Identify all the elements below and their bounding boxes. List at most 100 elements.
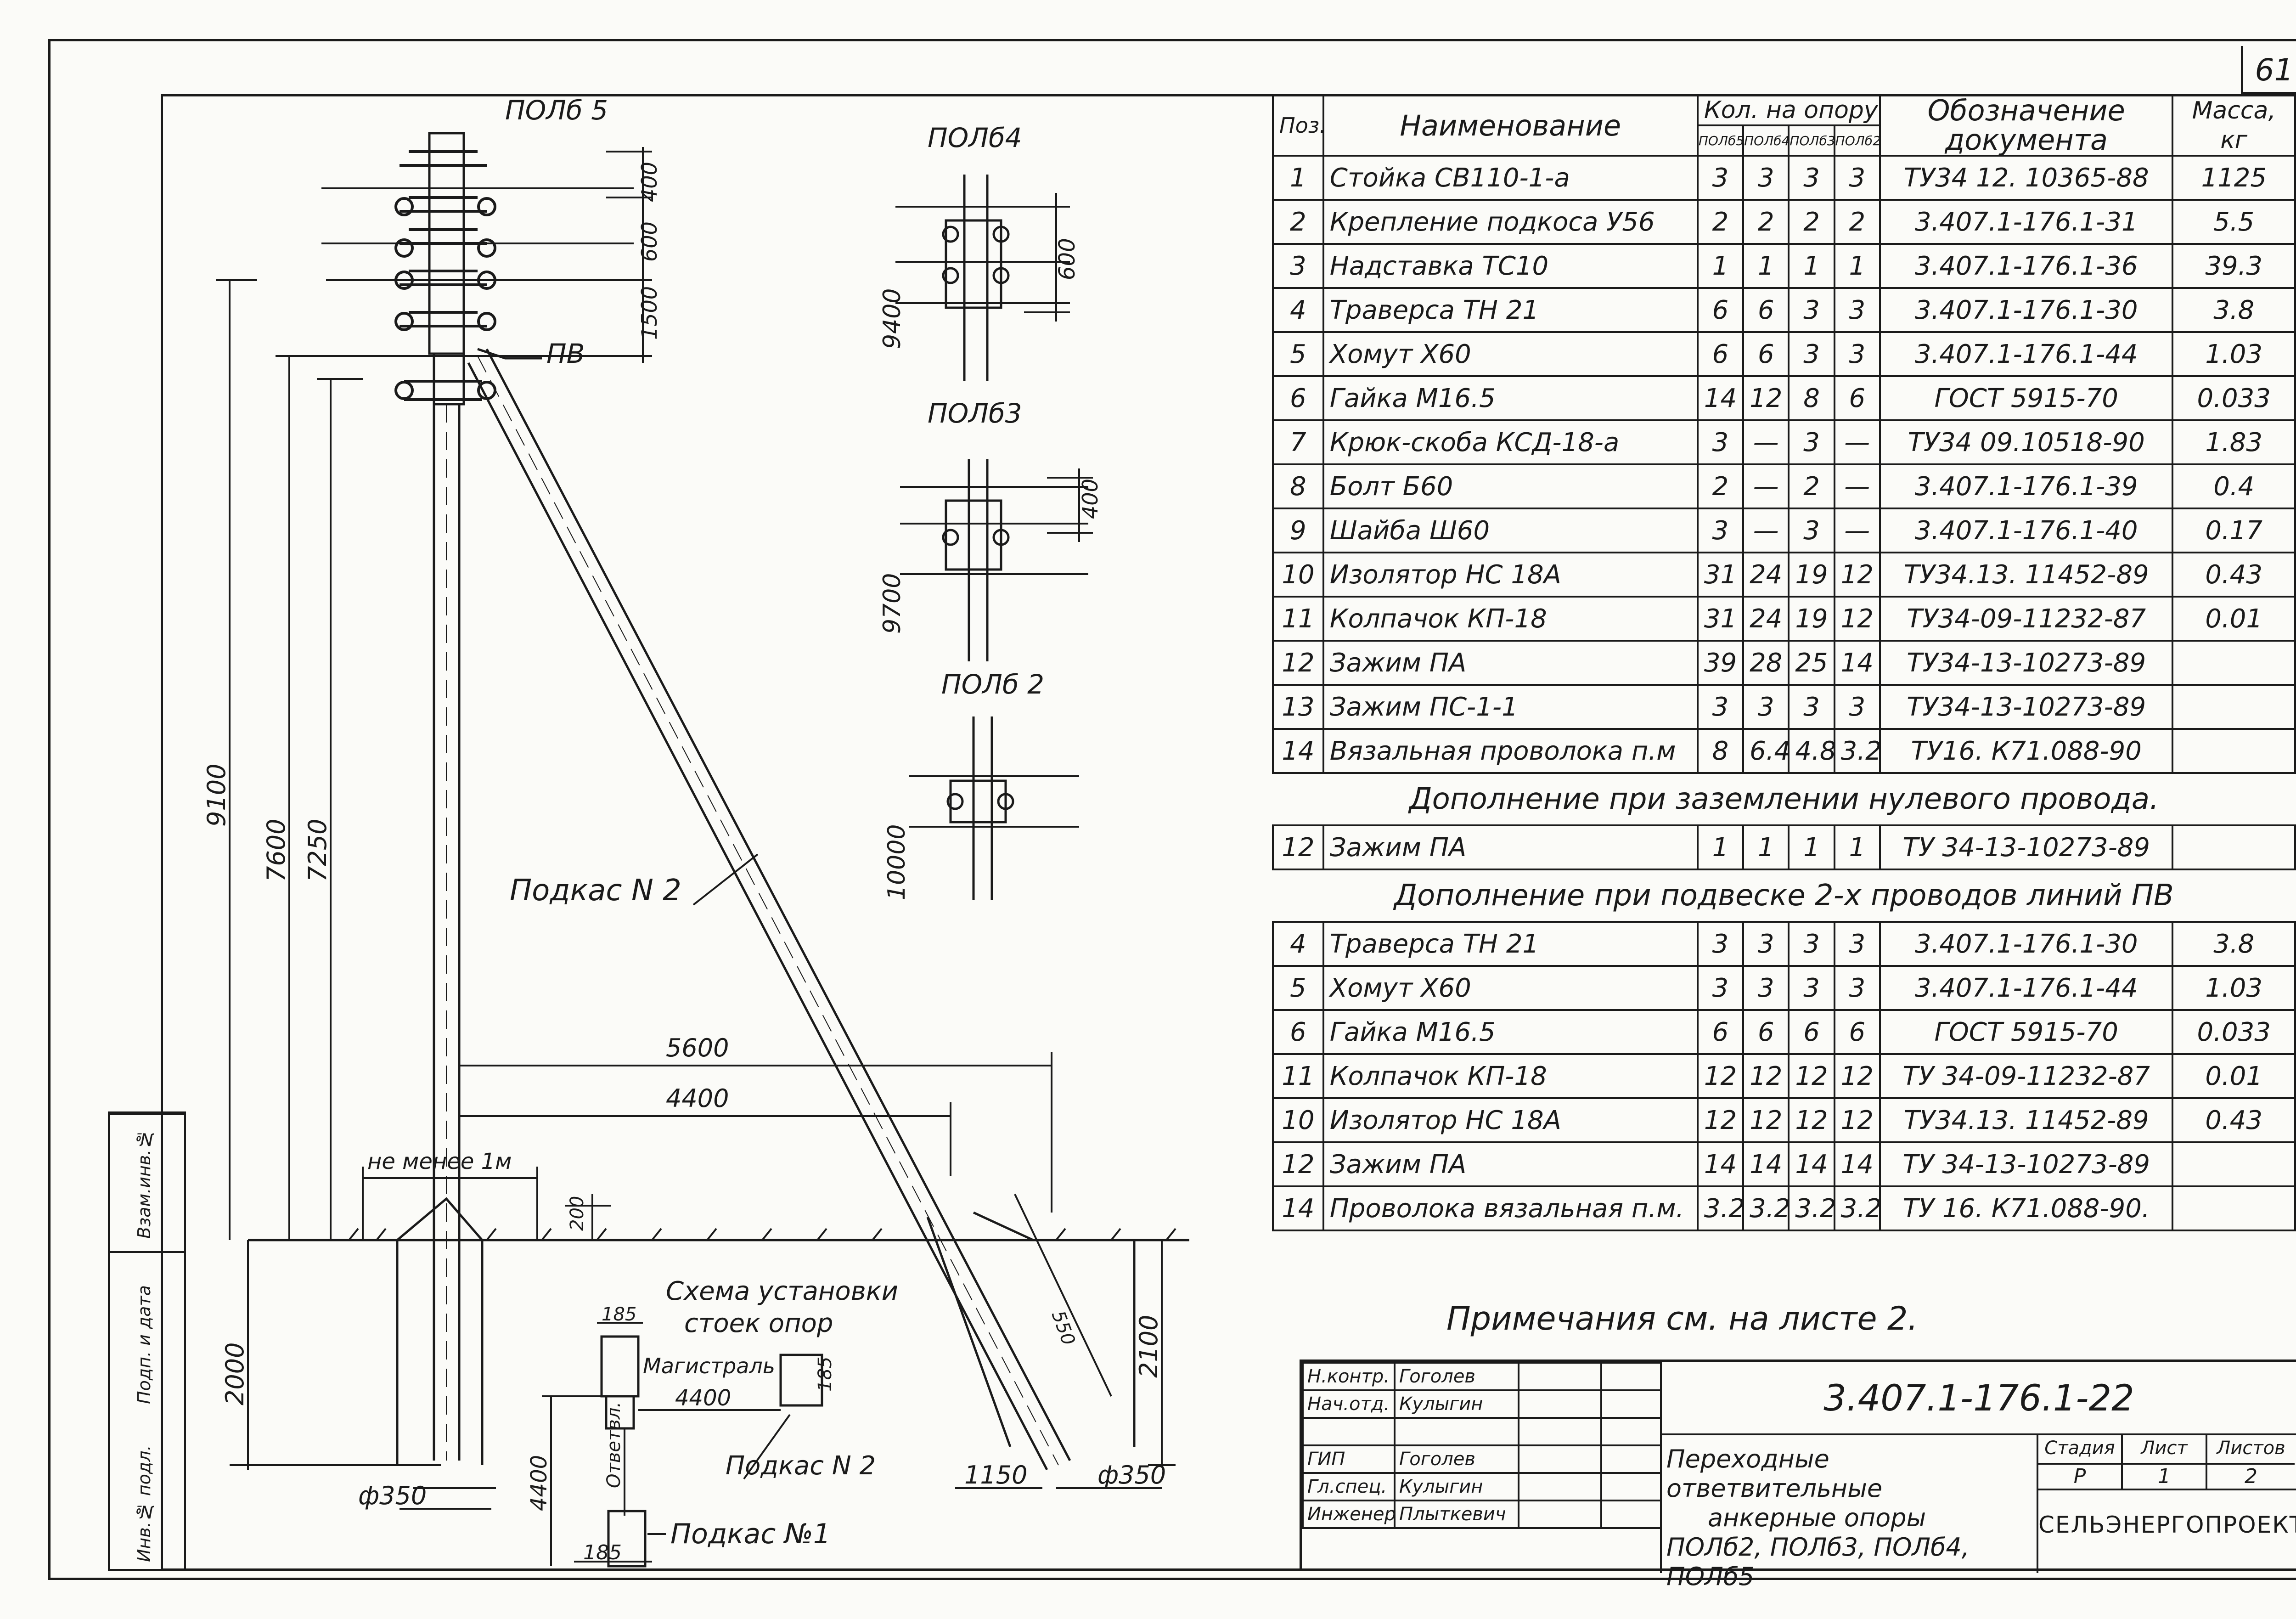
name-cell: Вязальная проволока п.м	[1322, 728, 1699, 774]
mass-cell	[2172, 728, 2296, 774]
title-code: 3.407.1-176.1-22	[1660, 1362, 2296, 1435]
sign-cell	[1518, 1389, 1602, 1419]
doc-cell: 3.407.1-176.1-44	[1879, 331, 2174, 377]
pos-cell: 5	[1272, 331, 1324, 377]
mass-cell: 0.01	[2172, 596, 2296, 642]
name-cell: Гоголев	[1394, 1362, 1519, 1391]
dim-p3-400: 400	[1078, 479, 1103, 519]
header-name: Наименование	[1322, 94, 1699, 157]
stamp-row	[1302, 1417, 1662, 1446]
sign-cell	[1518, 1417, 1602, 1446]
mass-cell	[2172, 684, 2296, 730]
name-cell: Колпачок КП-18	[1322, 1053, 1699, 1099]
pos-cell: 12	[1272, 824, 1324, 870]
qty-cell: 3	[1833, 684, 1881, 730]
dim-550: 550	[1047, 1308, 1079, 1348]
title-text: Переходные ответвительные анкерные опоры…	[1660, 1435, 2037, 1591]
doc-cell: ТУ34-09-11232-87	[1879, 596, 2174, 642]
pos-cell: 8	[1272, 463, 1324, 509]
qty-cell: 4.8	[1788, 728, 1835, 774]
mass-cell	[2172, 1185, 2296, 1231]
qty-cell: 3	[1696, 155, 1745, 201]
qty-cell: 28	[1742, 640, 1790, 686]
doc-cell: 3.407.1-176.1-39	[1879, 463, 2174, 509]
qty-cell: 1	[1833, 243, 1881, 289]
mass-cell: 1.03	[2172, 965, 2296, 1011]
sign-cell	[1518, 1472, 1602, 1501]
label-not-less: не менее 1м	[367, 1149, 512, 1174]
dim-1150: 1150	[964, 1461, 1027, 1489]
stage-label: Стадия	[2038, 1435, 2123, 1465]
label-pole5: ПОЛб 5	[505, 95, 608, 126]
qty-cell: 12	[1833, 1097, 1881, 1143]
qty-cell: 3	[1833, 331, 1881, 377]
stamp-row: Н.контр.Гоголев	[1302, 1362, 1662, 1391]
name-cell: Зажим ПА	[1322, 824, 1699, 870]
dim-200: 200	[567, 1196, 588, 1231]
qty-cell: —	[1833, 463, 1881, 509]
dim-7600: 7600	[262, 819, 291, 882]
dim-400: 400	[637, 162, 662, 202]
doc-cell: ТУ34.13. 11452-89	[1879, 1097, 2174, 1143]
scheme-main-line: Магистраль	[643, 1354, 775, 1378]
date-cell	[1600, 1444, 1662, 1474]
doc-cell: 3.407.1-176.1-30	[1879, 287, 2174, 333]
header-pos: Поз.	[1272, 94, 1324, 157]
qty-cell: 19	[1788, 552, 1835, 598]
name-cell: Гоголев	[1394, 1444, 1519, 1474]
mass-cell: 0.033	[2172, 1009, 2296, 1055]
pos-cell: 4	[1272, 287, 1324, 333]
label-phi-right: ф350	[1097, 1461, 1166, 1489]
stage-box: Стадия Лист Листов Р 1 2	[2037, 1435, 2296, 1490]
dim-p2-10000: 10000	[883, 824, 911, 900]
name-cell: Надставка ТС10	[1322, 243, 1699, 289]
pole2-detail	[909, 716, 1079, 900]
qty-cell: 25	[1788, 640, 1835, 686]
pole-drawing: ПОЛб 5 ПОЛб4 ПОЛб3 ПОЛб 2 ПВ Подкас N 2 …	[202, 95, 1189, 1568]
mass-cell: 1.03	[2172, 331, 2296, 377]
pos-cell: 5	[1272, 965, 1324, 1011]
spec-subheader-row: ПОЛб5 ПОЛб4 ПОЛб3 ПОЛб2	[1273, 124, 2295, 157]
pos-cell: 14	[1272, 1185, 1324, 1231]
pole4-detail	[895, 175, 1070, 381]
qty-cell: 2	[1696, 199, 1745, 245]
scheme-strut2: Подкас N 2	[726, 1451, 876, 1481]
mass-cell: 1125	[2172, 155, 2296, 201]
dim-9100: 9100	[202, 764, 231, 827]
qty-cell: 6	[1742, 331, 1790, 377]
qty-cell: 14	[1696, 375, 1745, 421]
qty-cell: 31	[1696, 552, 1745, 598]
mass-cell: 39.3	[2172, 243, 2296, 289]
scheme-title-1: Схема установки	[666, 1276, 898, 1306]
name-cell: Крюк-скоба КСД-18-а	[1322, 419, 1699, 465]
name-cell: Траверса ТН 21	[1322, 287, 1699, 333]
qty-cell: 2	[1696, 463, 1745, 509]
section-title-row: Дополнение при заземлении нулевого прово…	[1273, 772, 2295, 826]
mass-cell: 0.17	[2172, 508, 2296, 553]
name-cell: Зажим ПА	[1322, 640, 1699, 686]
qty-cell: 3	[1788, 331, 1835, 377]
dim-p3-9700: 9700	[878, 573, 906, 634]
header-mass: Масса, кг	[2172, 94, 2296, 157]
dim-600: 600	[637, 221, 662, 262]
doc-cell: ТУ 34-13-10273-89	[1879, 824, 2174, 870]
name-cell: Кулыгин	[1394, 1472, 1519, 1501]
role-cell	[1302, 1417, 1396, 1446]
doc-cell: 3.407.1-176.1-40	[1879, 508, 2174, 553]
strut	[467, 348, 1071, 1471]
qty-cell: 3	[1696, 508, 1745, 553]
name-cell: Крепление подкоса У56	[1322, 199, 1699, 245]
sign-cell	[1518, 1444, 1602, 1474]
scheme-d4400b: 4400	[526, 1455, 552, 1511]
qty-cell: 14	[1696, 1141, 1745, 1187]
qty-cell: 3	[1742, 965, 1790, 1011]
qty-cell: 8	[1788, 375, 1835, 421]
dim-2000: 2000	[220, 1343, 249, 1405]
